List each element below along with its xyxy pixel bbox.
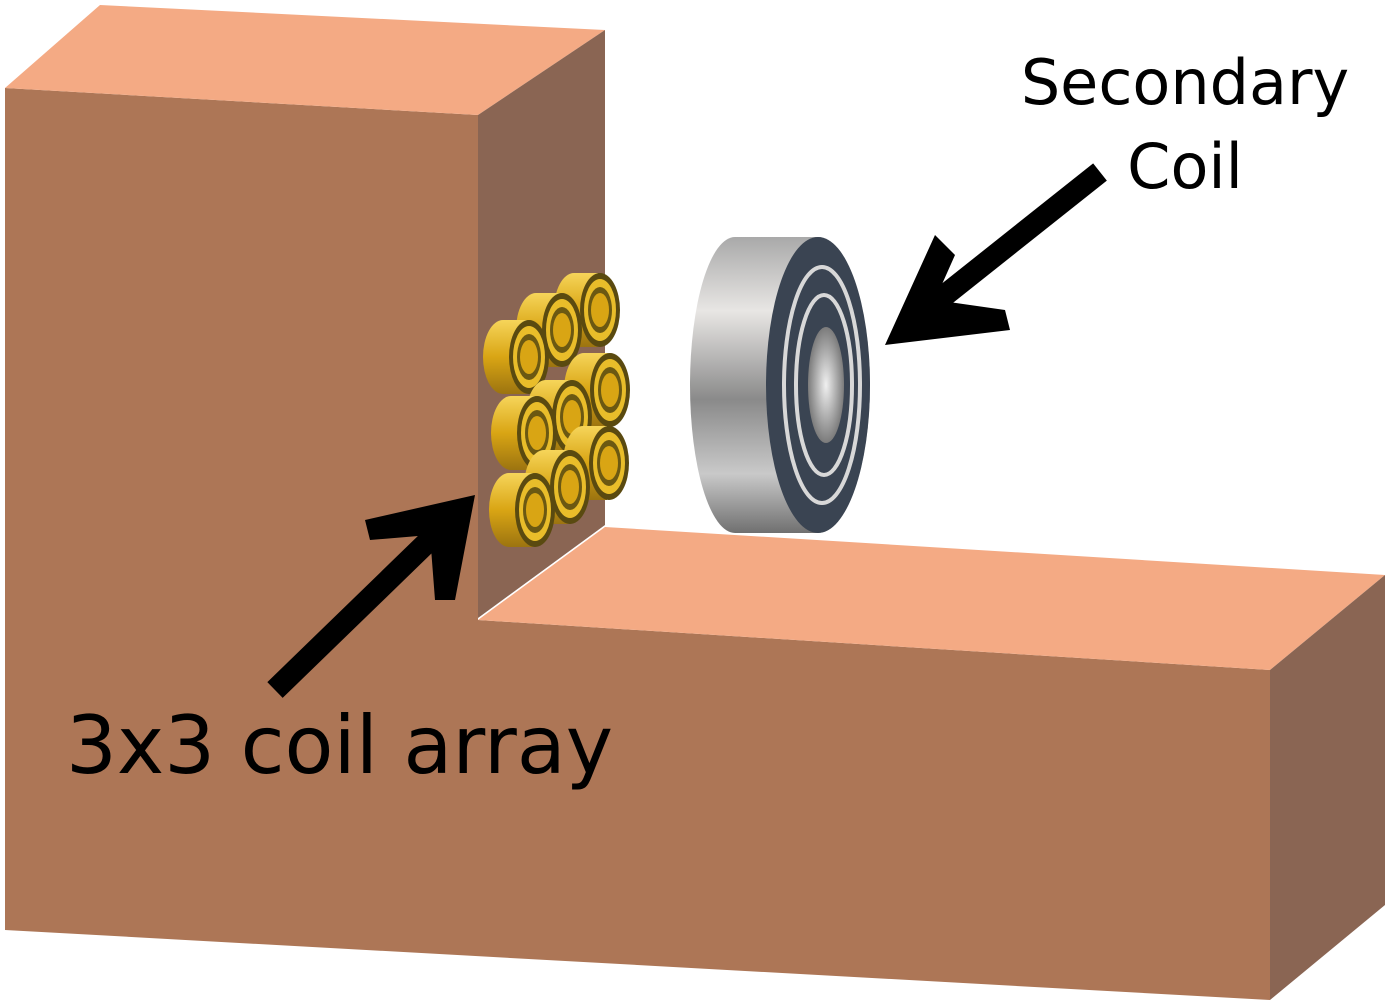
- secondary-coil-label-line1: Secondary: [1020, 46, 1350, 119]
- secondary-coil-label-line2: Coil: [1127, 130, 1243, 203]
- block-lower-side-face: [1270, 575, 1385, 1000]
- block-front-face: [5, 88, 1270, 1000]
- array-coil: [483, 320, 549, 394]
- secondary-coil: [690, 237, 870, 533]
- array-coil: [563, 426, 629, 500]
- coil-array: [483, 273, 630, 547]
- block-lower-top-face: [478, 527, 1385, 670]
- array-coil: [491, 396, 557, 470]
- array-coil: [489, 473, 555, 547]
- coil-array-label: 3x3 coil array: [66, 699, 614, 792]
- block-upper-top-face: [5, 5, 605, 115]
- array-coil: [564, 353, 630, 427]
- l-shaped-block: [5, 5, 1385, 1000]
- secondary-coil-label: Secondary Coil: [1020, 52, 1350, 220]
- arrow-to-coil-array: [267, 495, 475, 698]
- arrow-to-secondary-coil: [885, 163, 1107, 345]
